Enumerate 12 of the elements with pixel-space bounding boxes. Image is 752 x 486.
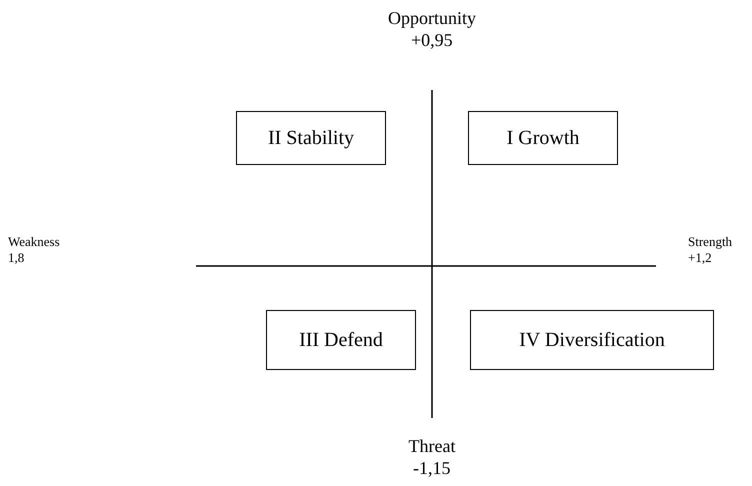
quadrant-box: II Stability: [236, 111, 386, 165]
quadrant-box: III Defend: [266, 310, 416, 370]
axis-value: +0,95: [411, 30, 453, 51]
axis-value: -1,15: [413, 458, 450, 479]
axis-label: Strength: [688, 234, 732, 250]
axis-value: 1,8: [8, 250, 24, 266]
axis-label: Threat: [408, 436, 456, 457]
quadrant-box: I Growth: [468, 111, 618, 165]
axis-value: +1,2: [688, 250, 712, 266]
axis-label: Weakness: [8, 234, 60, 250]
axis-label: Opportunity: [388, 8, 476, 29]
quadrant-box: IV Diversification: [470, 310, 714, 370]
